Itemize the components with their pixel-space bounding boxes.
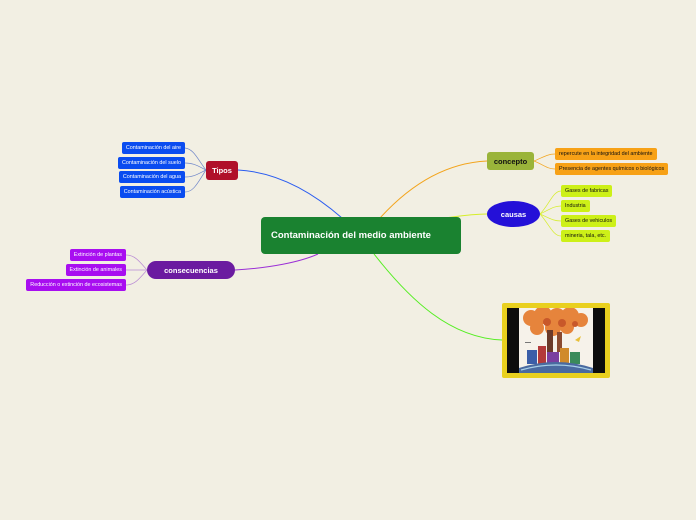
central-topic[interactable]: Contaminación del medio ambiente — [261, 217, 461, 254]
link-tipos-item-1 — [184, 147, 207, 171]
link-central-image — [373, 253, 503, 341]
subtopic-causas-1[interactable]: Gases de fabricas — [561, 185, 613, 197]
subtopic-label: Contaminación del aire — [125, 145, 181, 151]
topic-causas-label: causas — [500, 209, 527, 219]
link-tipos-item-3 — [184, 169, 207, 178]
topic-consecuencias[interactable]: consecuencias — [147, 261, 235, 279]
link-concepto-item-1 — [533, 153, 556, 162]
subtopic-label: mineria, tala, etc. — [565, 233, 607, 239]
subtopic-tipos-4[interactable]: Contaminación acústica — [119, 186, 185, 198]
subtopic-consecuencias-2[interactable]: Extinción de animales — [65, 264, 126, 276]
subtopic-tipos-1[interactable]: Contaminación del aire — [121, 142, 185, 154]
pollution-illustration-icon — [507, 308, 605, 373]
image-node[interactable] — [502, 303, 610, 378]
subtopic-tipos-2[interactable]: Contaminación del suelo — [117, 157, 185, 169]
link-consec-item-3 — [125, 269, 148, 286]
topic-concepto-label: concepto — [493, 156, 528, 166]
link-central-consecuencias — [234, 253, 319, 271]
link-causas-item-2 — [539, 205, 562, 215]
subtopic-tipos-3[interactable]: Contaminación del agua — [118, 171, 185, 183]
subtopic-consecuencias-1[interactable]: Extinción de plantas — [69, 249, 126, 261]
subtopic-label: Contaminación acústica — [123, 189, 181, 195]
subtopic-concepto-2[interactable]: Presencia de agentes químicos o biológic… — [555, 163, 669, 175]
link-causas-item-4 — [539, 213, 562, 237]
subtopic-label: Presencia de agentes químicos o biológic… — [559, 166, 665, 172]
link-central-tipos — [237, 169, 343, 219]
topic-tipos-label: Tipos — [212, 166, 232, 175]
subtopic-label: Gases de fabricas — [565, 188, 609, 194]
link-consec-item-1 — [125, 254, 148, 271]
topic-causas[interactable]: causas — [487, 201, 540, 227]
subtopic-concepto-1[interactable]: repercute en la integridad del ambiente — [555, 148, 657, 160]
topic-tipos[interactable]: Tipos — [206, 161, 238, 180]
link-tipos-item-4 — [184, 169, 207, 193]
subtopic-consecuencias-3[interactable]: Reducción o extinción de ecosistemas — [26, 279, 126, 291]
subtopic-label: Industria — [565, 203, 586, 209]
topic-consecuencias-label: consecuencias — [164, 265, 218, 275]
subtopic-label: Gases de vehiculos — [565, 218, 613, 224]
link-tipos-item-2 — [184, 162, 207, 171]
subtopic-label: Contaminación del agua — [122, 174, 181, 180]
link-central-concepto — [379, 160, 488, 219]
subtopic-causas-2[interactable]: Industria — [561, 200, 590, 212]
link-causas-item-1 — [539, 190, 562, 215]
subtopic-causas-4[interactable]: mineria, tala, etc. — [561, 230, 611, 242]
link-causas-item-3 — [539, 213, 562, 222]
subtopic-label: repercute en la integridad del ambiente — [559, 151, 653, 157]
subtopic-label: Extinción de plantas — [73, 252, 122, 258]
central-topic-label: Contaminación del medio ambiente — [271, 230, 431, 241]
subtopic-label: Contaminación del suelo — [121, 160, 181, 166]
subtopic-label: Reducción o extinción de ecosistemas — [30, 282, 122, 288]
topic-concepto[interactable]: concepto — [487, 152, 534, 170]
subtopic-label: Extinción de animales — [69, 267, 122, 273]
link-concepto-item-2 — [533, 160, 556, 170]
subtopic-causas-3[interactable]: Gases de vehiculos — [561, 215, 617, 227]
